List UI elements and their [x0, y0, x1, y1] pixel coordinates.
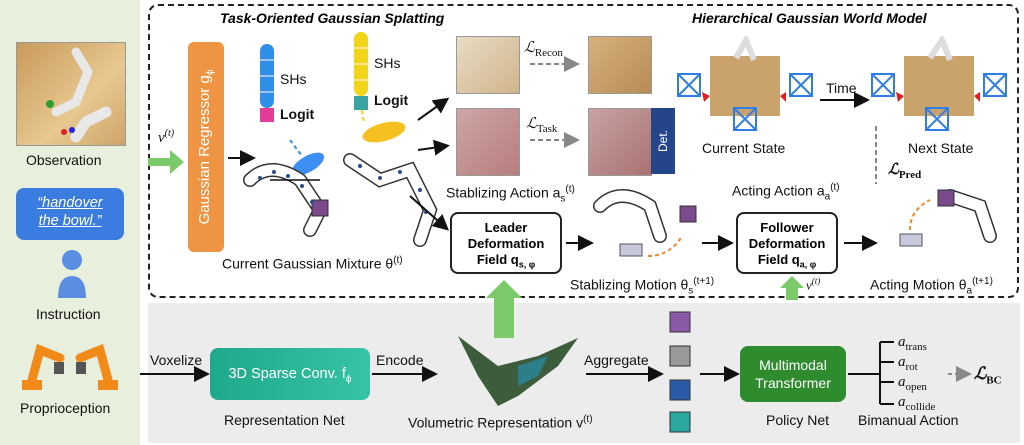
representation-net-label: Representation Net — [224, 412, 345, 428]
bimanual-action-label: Bimanual Action — [858, 412, 959, 428]
encode-label: Encode — [376, 352, 424, 368]
instruction-label: Instruction — [36, 306, 101, 322]
leader-line2: Deformation — [467, 236, 545, 251]
person-icon — [58, 250, 86, 298]
follower-line3: Field qa, φ — [757, 252, 817, 270]
shs-label-1: SHs — [280, 71, 307, 87]
section-title-world-model: Hierarchical Gaussian World Model — [692, 10, 927, 26]
section-title-gaussian-splatting: Task-Oriented Gaussian Splatting — [220, 10, 445, 26]
leader-deformation-field: Leader Deformation Field qs, φ — [450, 212, 562, 274]
policy-net-label: Policy Net — [766, 412, 830, 428]
acting-motion-label: Acting Motion θa(t+1) — [870, 276, 993, 297]
transformer-line1: Multimodal — [759, 357, 827, 373]
a-open-label: aopen — [898, 374, 927, 393]
l-bc-label: ℒBC — [974, 364, 1002, 387]
gaussian-regressor-block: Gaussian Regressor gϕ — [188, 42, 224, 252]
follower-feature-arrow — [780, 276, 804, 300]
volumetric-graphic — [458, 336, 578, 406]
current-state-label: Current State — [702, 140, 786, 156]
observation-label: Observation — [26, 152, 102, 168]
leader-line3: Field qs, φ — [476, 252, 536, 270]
l-pred-label: ℒPred — [888, 162, 922, 181]
v-follow-label: v(t) — [806, 276, 821, 293]
leader-feature-arrow — [486, 280, 522, 338]
follower-line1: Follower — [760, 220, 814, 235]
v-input-label: v(t) — [158, 128, 175, 146]
acting-action-label: Acting Action aa(t) — [732, 182, 840, 203]
follower-line2: Deformation — [748, 236, 826, 251]
multimodal-transformer-block: Multimodal Transformer — [740, 346, 846, 402]
instruction-text-line1: “handover — [37, 195, 103, 211]
instruction-bubble: “handover the bowl.” — [16, 188, 124, 240]
current-mixture-label: Current Gaussian Mixture θ(t) — [222, 255, 403, 272]
stab-motion-graphic — [593, 189, 697, 257]
next-state-label: Next State — [908, 140, 974, 156]
a-trans-label: atrans — [898, 334, 927, 353]
aggregated-features-graphic — [669, 311, 691, 433]
l-task-label: ℒTask — [526, 116, 558, 135]
volumetric-label: Volumetric Representation v(t) — [408, 414, 593, 431]
l-recon-label: ℒRecon — [524, 40, 563, 59]
follower-deformation-field: Follower Deformation Field qa, φ — [736, 212, 838, 274]
shs-label-2: SHs — [374, 55, 401, 71]
voxelize-label: Voxelize — [150, 352, 203, 368]
v-input-arrow — [148, 150, 184, 174]
a-collide-label: acollide — [898, 394, 936, 413]
stab-action-label: Stablizing Action as(t) — [446, 184, 575, 205]
transformer-line2: Transformer — [755, 375, 831, 391]
leader-line1: Leader — [484, 220, 528, 235]
logit-label-2: Logit — [374, 92, 409, 108]
observation-robot — [46, 47, 112, 143]
logit-label-1: Logit — [280, 106, 315, 122]
stab-motion-label: Stablizing Motion θs(t+1) — [570, 276, 715, 297]
sparse-conv-block: 3D Sparse Conv. fϕ — [210, 348, 370, 400]
robot-arms-icon — [22, 343, 118, 390]
gaussian-attributes-graphic — [260, 32, 406, 176]
proprioception-label: Proprioception — [20, 400, 111, 416]
recon-render-image — [456, 36, 520, 94]
aggregate-label: Aggregate — [584, 352, 649, 368]
a-rot-label: arot — [898, 354, 918, 373]
gaussian-mixture-graphic — [243, 153, 438, 247]
recon-gt-image — [588, 36, 652, 94]
current-state-graphic — [677, 36, 813, 131]
instruction-text-line2: the bowl.” — [38, 213, 102, 229]
acting-motion-graphic — [899, 189, 997, 247]
time-label: Time — [826, 80, 857, 96]
world-model-box — [148, 4, 1019, 298]
next-state-graphic — [871, 36, 1007, 131]
task-render-image — [456, 108, 520, 176]
det-label: Det. — [651, 108, 675, 174]
